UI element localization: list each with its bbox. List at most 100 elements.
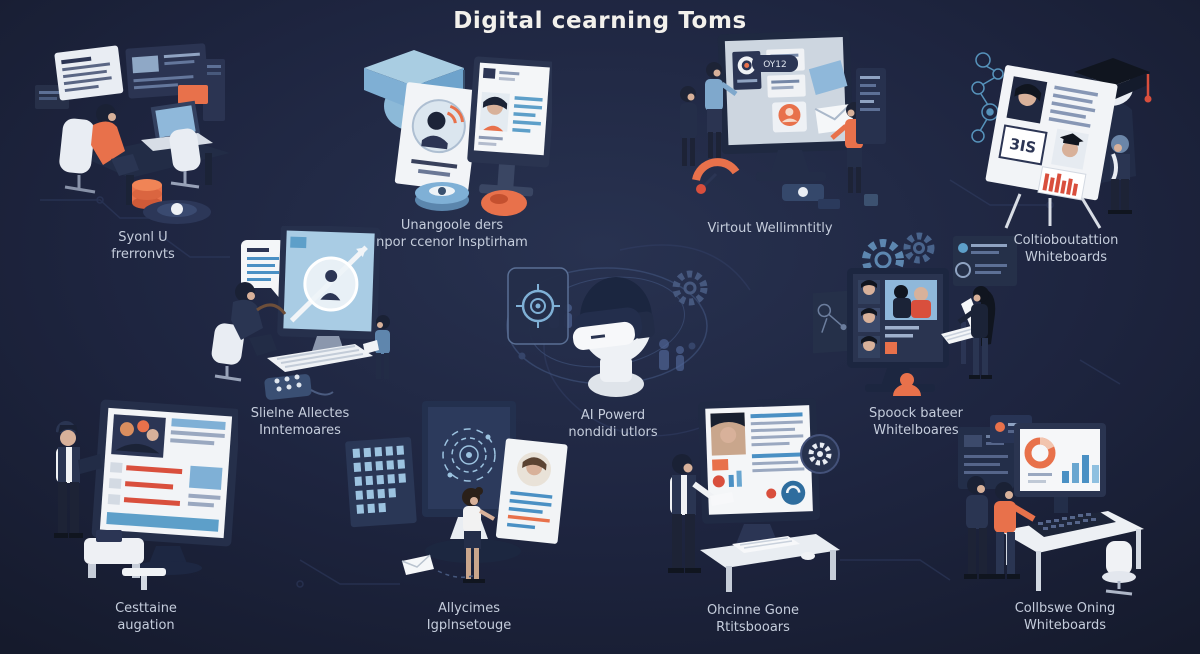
- label-workstation-desk: Syonl U frerronvts: [111, 230, 175, 262]
- gear-badge-icon: [800, 434, 840, 474]
- presentation-illustration: [54, 399, 238, 590]
- donut-chart-icon: [1024, 437, 1056, 469]
- cluster-education-profile-cards: [352, 26, 552, 216]
- chart-monitor: [1014, 423, 1106, 513]
- profile-monitor: [467, 56, 552, 197]
- easel-illustration: 3IS: [971, 52, 1152, 229]
- cluster-analytics-monitor: [205, 226, 410, 404]
- profile-cards-illustration: [364, 50, 552, 216]
- vr-illustration: [506, 267, 708, 397]
- cluster-video-conference: [813, 226, 1023, 404]
- label-education-profile-cards: Unangoole ders npor ccenor Insptirham: [376, 218, 528, 250]
- cluster-workstation-desk: [35, 33, 230, 225]
- person-at-laptop: [957, 286, 996, 379]
- orange-ring-icon: [481, 190, 527, 216]
- workstation-illustration: [35, 43, 230, 224]
- course-desktop-illustration: [668, 398, 840, 592]
- person-designer: [462, 487, 495, 583]
- chat-avatar-icon: [772, 101, 807, 133]
- printer-device: [84, 530, 144, 578]
- trend-monitor: [277, 226, 381, 340]
- dotted-pad-icon: [264, 374, 334, 400]
- mouse-icon: [801, 552, 815, 560]
- person-navy: [964, 476, 992, 579]
- side-table: [122, 568, 166, 590]
- person-seated: [59, 104, 139, 194]
- gauge-icon: [692, 158, 740, 194]
- avatar-panel: [495, 438, 568, 544]
- conference-monitor: [847, 268, 949, 368]
- cluster-content-presentation: [38, 398, 238, 593]
- desk: [700, 524, 840, 592]
- blue-card: [808, 60, 848, 96]
- video-tiles: [858, 280, 937, 358]
- person-blue-cardigan: [705, 62, 738, 158]
- left-panel: [813, 290, 855, 354]
- held-laptop: [78, 454, 102, 474]
- easel-legs: [1004, 193, 1102, 229]
- target-panel: [507, 267, 569, 345]
- person-student: [668, 454, 734, 573]
- checklist-panel: [856, 68, 886, 144]
- orange-panel: [178, 85, 208, 104]
- large-keyboard-icon: [1028, 512, 1116, 537]
- whiteboard-code-box: 3IS: [998, 124, 1048, 166]
- conference-illustration: [813, 232, 1017, 396]
- charts-station-illustration: [958, 415, 1144, 596]
- badge-pill: OY12: [752, 55, 798, 72]
- svg-text:OY12: OY12: [763, 60, 787, 70]
- label-video-conference: Spoock bateer Whitelboares: [869, 406, 963, 438]
- label-charts-station: Collbswe Oning Whiteboards: [1014, 601, 1116, 633]
- dual-monitor-illustration: [345, 401, 568, 583]
- database-icon: [132, 179, 162, 209]
- blue-badge-icon: [781, 480, 806, 505]
- person-presenter: [54, 420, 102, 538]
- person-standing-small: [363, 315, 390, 379]
- label-content-presentation: Cesttaine augation: [115, 601, 177, 633]
- disc-device-icon: [415, 182, 469, 211]
- cluster-charts-station: [948, 413, 1153, 598]
- speaker-disc-icon: [143, 200, 211, 224]
- person-dark-dress: [680, 86, 697, 166]
- red-list-rows: [107, 462, 183, 507]
- vr-headset-icon: [572, 277, 655, 397]
- laptop-icon: [363, 340, 379, 354]
- cluster-online-course: [648, 398, 843, 598]
- small-pads: [782, 184, 878, 209]
- floating-panels: [35, 43, 225, 121]
- graduate-photo-tile: [1051, 128, 1089, 170]
- keyboard-icon: [267, 344, 373, 372]
- bar-chart-icon: [1037, 166, 1087, 201]
- cluster-virtual-classroom: OY12: [668, 22, 888, 217]
- envelope-icon: [401, 554, 477, 578]
- whiteboard: 3IS: [985, 65, 1118, 201]
- right-panel: [953, 236, 1017, 286]
- classroom-illustration: OY12: [680, 29, 886, 209]
- label-vr-headset: AI Powerd nondidi utlors: [568, 408, 658, 440]
- keyboard-icon: [732, 536, 815, 560]
- page-title: Digital cearning Toms: [453, 8, 747, 34]
- person-orange-shirt: [992, 482, 1036, 579]
- monitor-stand: [756, 150, 826, 181]
- analytics-illustration: [211, 226, 390, 400]
- guest-chair: [169, 128, 201, 189]
- cluster-vr-headset: [492, 226, 712, 404]
- monitor-neck: [1054, 497, 1068, 513]
- person-standing: [1108, 135, 1132, 214]
- person-seated: [211, 282, 287, 382]
- cluster-dual-monitors: [338, 393, 568, 593]
- glyph-monitor: [345, 437, 417, 528]
- profile-card: [394, 82, 481, 192]
- orange-blob-icon: [893, 373, 921, 396]
- label-online-course: Ohcinne Gone Rtitsbooars: [706, 603, 800, 635]
- content-monitor: [91, 399, 238, 547]
- label-whiteboard-easel: Coltioboutattion Whiteboards: [1013, 233, 1119, 265]
- label-analytics-monitor: Slielne Allectes Inntemoares: [250, 406, 350, 438]
- bar-chart-icon: [1062, 455, 1099, 483]
- svg-text:3IS: 3IS: [1008, 135, 1038, 157]
- label-virtual-classroom: Virtout Wellimntitly: [707, 221, 833, 236]
- cluster-whiteboard-easel: 3IS: [948, 26, 1153, 231]
- label-dual-monitors: Allycimes Igplnsetouge: [426, 601, 512, 633]
- gear-icon: [672, 270, 708, 306]
